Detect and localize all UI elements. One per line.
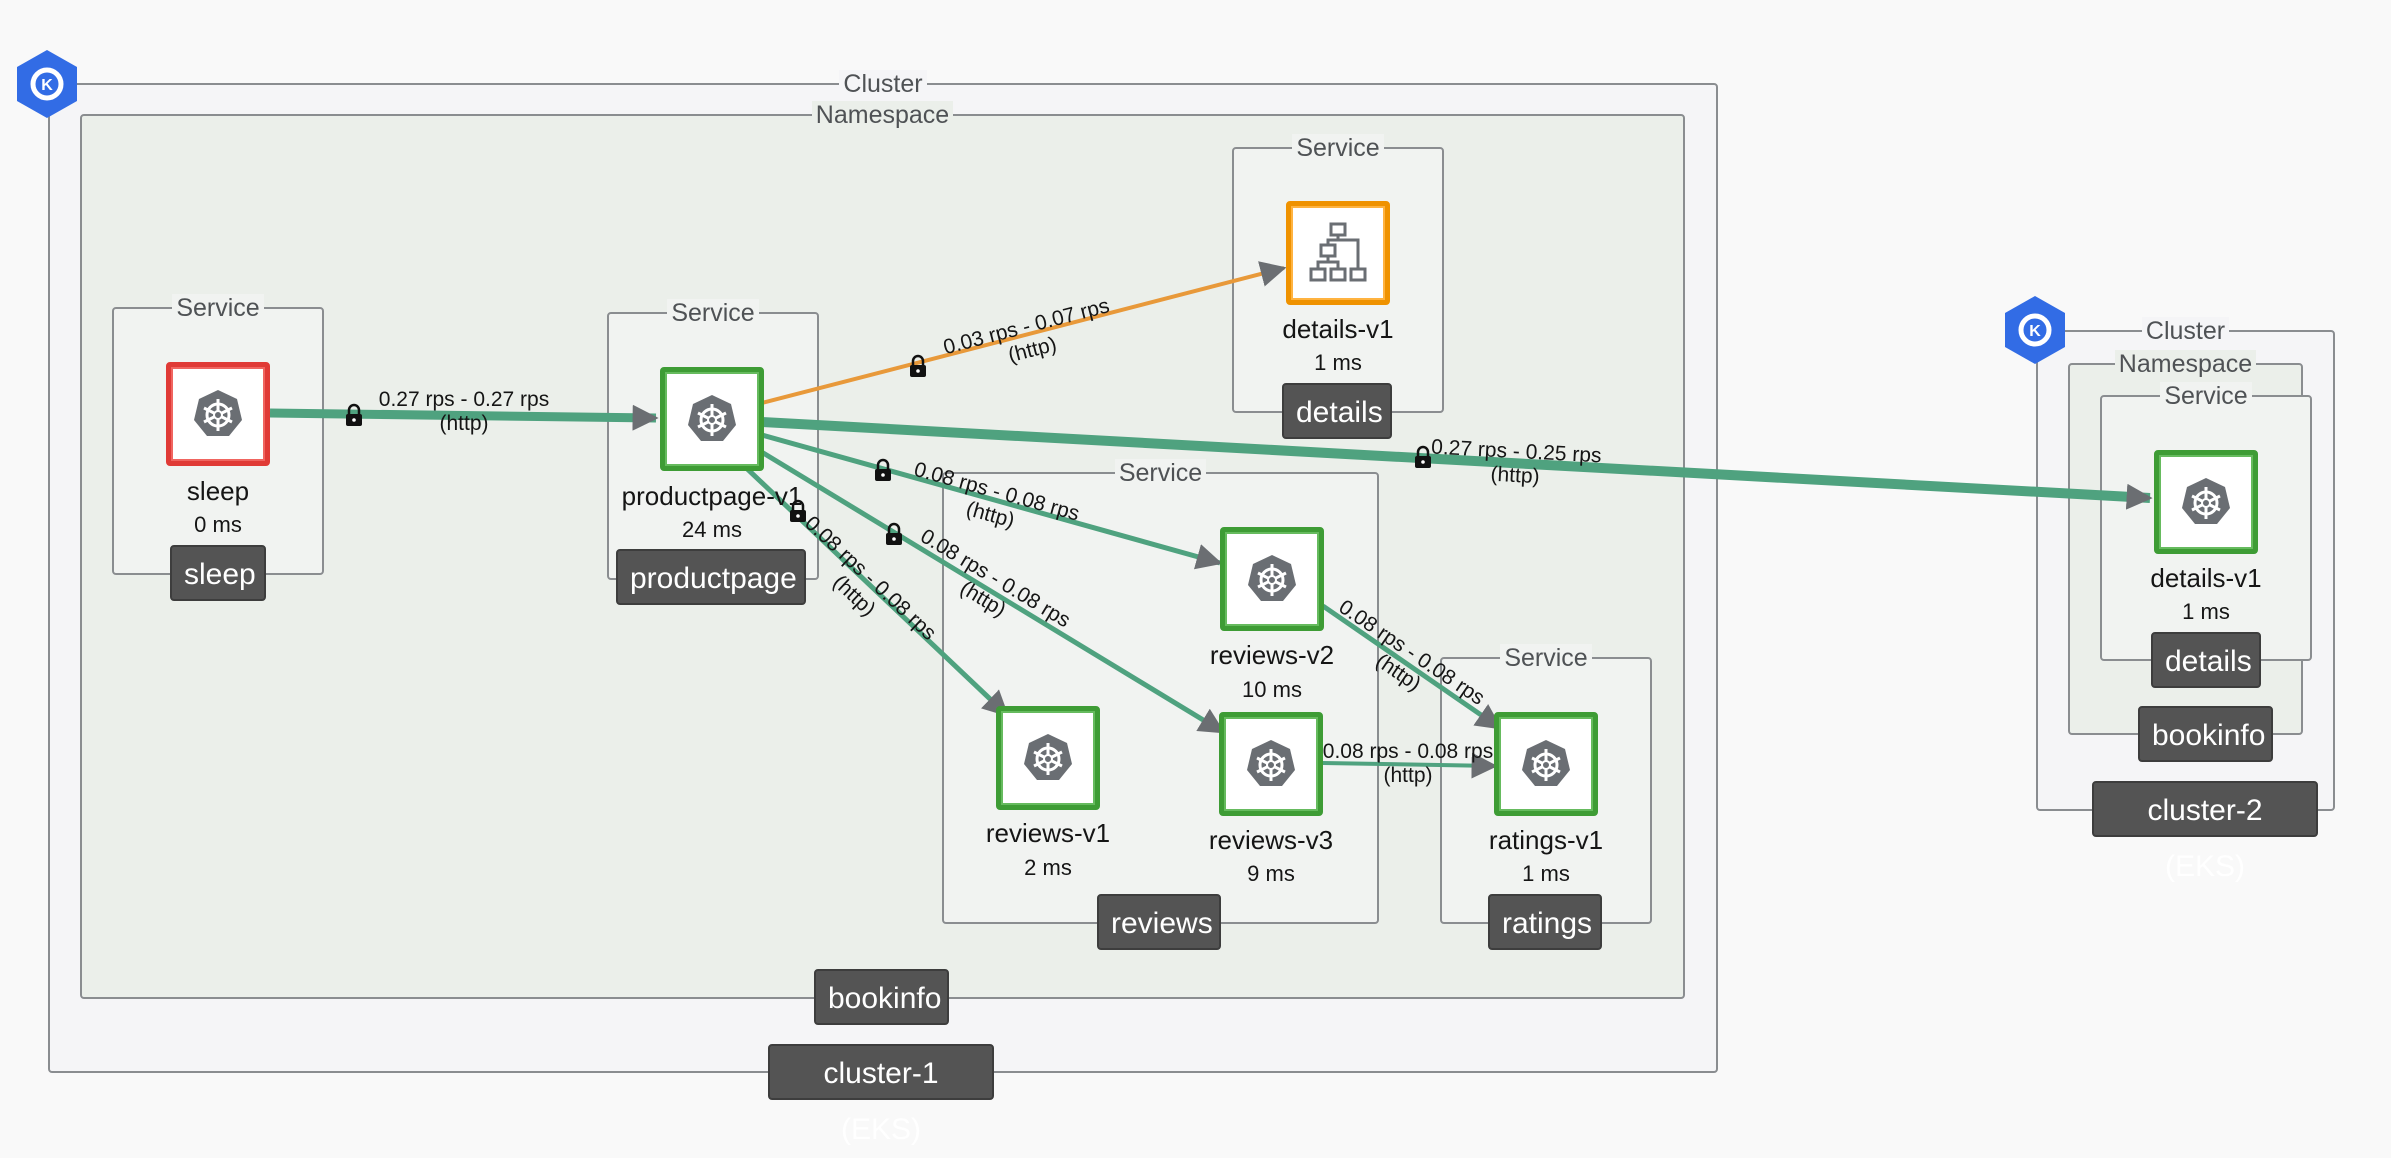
traffic-edges: 0.27 rps - 0.27 rps (http) 0.03 rps - 0.…: [269, 261, 2153, 787]
service-tree-icon: [1309, 222, 1367, 282]
cluster-badge-1[interactable]: cluster-1 (EKS): [768, 1044, 994, 1146]
edge-proto: (http): [439, 412, 488, 435]
cluster-badge-2[interactable]: cluster-2 (EKS): [2092, 781, 2318, 883]
edge-productpage-reviews-v2[interactable]: [761, 432, 1223, 570]
node-sleep[interactable]: [166, 362, 270, 466]
service-title: Service: [667, 299, 759, 327]
node-label-reviews-v3: reviews-v3: [1208, 825, 1334, 855]
node-latency-reviews-v2: 10 ms: [1242, 677, 1302, 702]
edge-rps: 0.08 rps - 0.08 rps: [1323, 740, 1493, 763]
namespace-badge-bookinfo-2[interactable]: bookinfo: [2138, 706, 2273, 762]
service-title: Service: [172, 294, 264, 322]
service-badge-details-2[interactable]: details: [2151, 632, 2261, 688]
node-latency-ratings-v1: 1 ms: [1522, 861, 1570, 886]
helm-wheel-icon: [1522, 740, 1570, 786]
node-details-v1-cluster-2[interactable]: [2154, 450, 2258, 554]
node-label-sleep: sleep: [186, 476, 250, 506]
service-badge-reviews[interactable]: reviews: [1097, 894, 1221, 950]
node-ratings-v1[interactable]: [1494, 712, 1598, 816]
edge-productpage-reviews-v3[interactable]: [753, 445, 1226, 735]
helm-wheel-icon: [1247, 740, 1295, 786]
cluster-2-title: Cluster: [2141, 317, 2230, 345]
service-title: Service: [1292, 134, 1384, 162]
node-latency-sleep: 0 ms: [194, 512, 242, 537]
edge-label-reviews-v3-ratings: 0.08 rps - 0.08 rps (http): [1323, 740, 1493, 787]
edge-proto: (http): [1383, 764, 1432, 787]
edge-reviews-v2-ratings[interactable]: [1321, 603, 1503, 731]
helm-wheel-icon: [1024, 734, 1072, 780]
edge-reviews-v3-ratings[interactable]: [1322, 752, 1498, 779]
node-reviews-v1[interactable]: [996, 706, 1100, 810]
namespace-2-title: Namespace: [2114, 350, 2257, 378]
node-latency-productpage: 24 ms: [682, 517, 742, 542]
node-latency-reviews-v1: 2 ms: [1024, 855, 1072, 880]
node-label-details-1: details-v1: [1282, 314, 1394, 344]
service-title: Service: [2160, 382, 2252, 410]
lock-icon: [875, 458, 891, 481]
node-label-reviews-v2: reviews-v2: [1209, 640, 1335, 670]
node-latency-details-2: 1 ms: [2182, 599, 2230, 624]
helm-wheel-icon: [1248, 555, 1296, 601]
helm-wheel-icon: [688, 395, 736, 441]
svg-text:K: K: [41, 77, 53, 94]
edge-sleep-productpage[interactable]: [269, 404, 659, 431]
node-latency-reviews-v3: 9 ms: [1247, 861, 1295, 886]
node-productpage-v1[interactable]: [660, 367, 764, 471]
lock-icon: [346, 403, 362, 426]
edge-productpage-reviews-v1[interactable]: [738, 460, 1009, 717]
node-latency-details-1: 1 ms: [1314, 350, 1362, 375]
service-title: Service: [1500, 644, 1592, 672]
node-reviews-v3[interactable]: [1219, 712, 1323, 816]
node-details-v1[interactable]: [1286, 201, 1390, 305]
lock-icon: [910, 354, 926, 377]
edge-label-sleep-productpage: 0.27 rps - 0.27 rps (http): [379, 388, 549, 435]
service-badge-details[interactable]: details: [1282, 383, 1392, 439]
node-label-productpage: productpage-v1: [621, 481, 803, 511]
namespace-1-title: Namespace: [811, 101, 954, 129]
cluster-1-title: Cluster: [839, 70, 927, 98]
svg-text:K: K: [2029, 323, 2041, 340]
lock-icon: [1415, 445, 1431, 468]
node-reviews-v2[interactable]: [1220, 527, 1324, 631]
edge-productpage-details2[interactable]: [761, 417, 2153, 510]
edge-rps: 0.27 rps - 0.27 rps: [379, 388, 549, 411]
edge-rps: 0.08 rps - 0.08 rps: [800, 512, 940, 645]
node-label-reviews-v1: reviews-v1: [985, 818, 1111, 848]
service-badge-productpage[interactable]: productpage: [616, 549, 806, 605]
helm-wheel-icon: [194, 390, 242, 436]
lock-icon: [790, 499, 806, 522]
namespace-badge-bookinfo-1[interactable]: bookinfo: [814, 969, 949, 1025]
edge-label-productpage-details1: 0.03 rps - 0.07 rps (http): [941, 294, 1112, 367]
lock-icon: [886, 522, 902, 545]
helm-wheel-icon: [2182, 478, 2230, 524]
edge-proto: (http): [1490, 463, 1540, 489]
service-badge-ratings[interactable]: ratings: [1488, 894, 1602, 950]
service-badge-sleep[interactable]: sleep: [170, 545, 266, 601]
kubernetes-cluster-icon: K: [2005, 296, 2065, 364]
kubernetes-cluster-icon: K: [17, 50, 77, 118]
node-label-details-2: details-v1: [2150, 563, 2262, 593]
edge-productpage-details1[interactable]: [761, 261, 1287, 405]
node-label-ratings-v1: ratings-v1: [1488, 825, 1604, 855]
service-title: Service: [1114, 459, 1207, 487]
